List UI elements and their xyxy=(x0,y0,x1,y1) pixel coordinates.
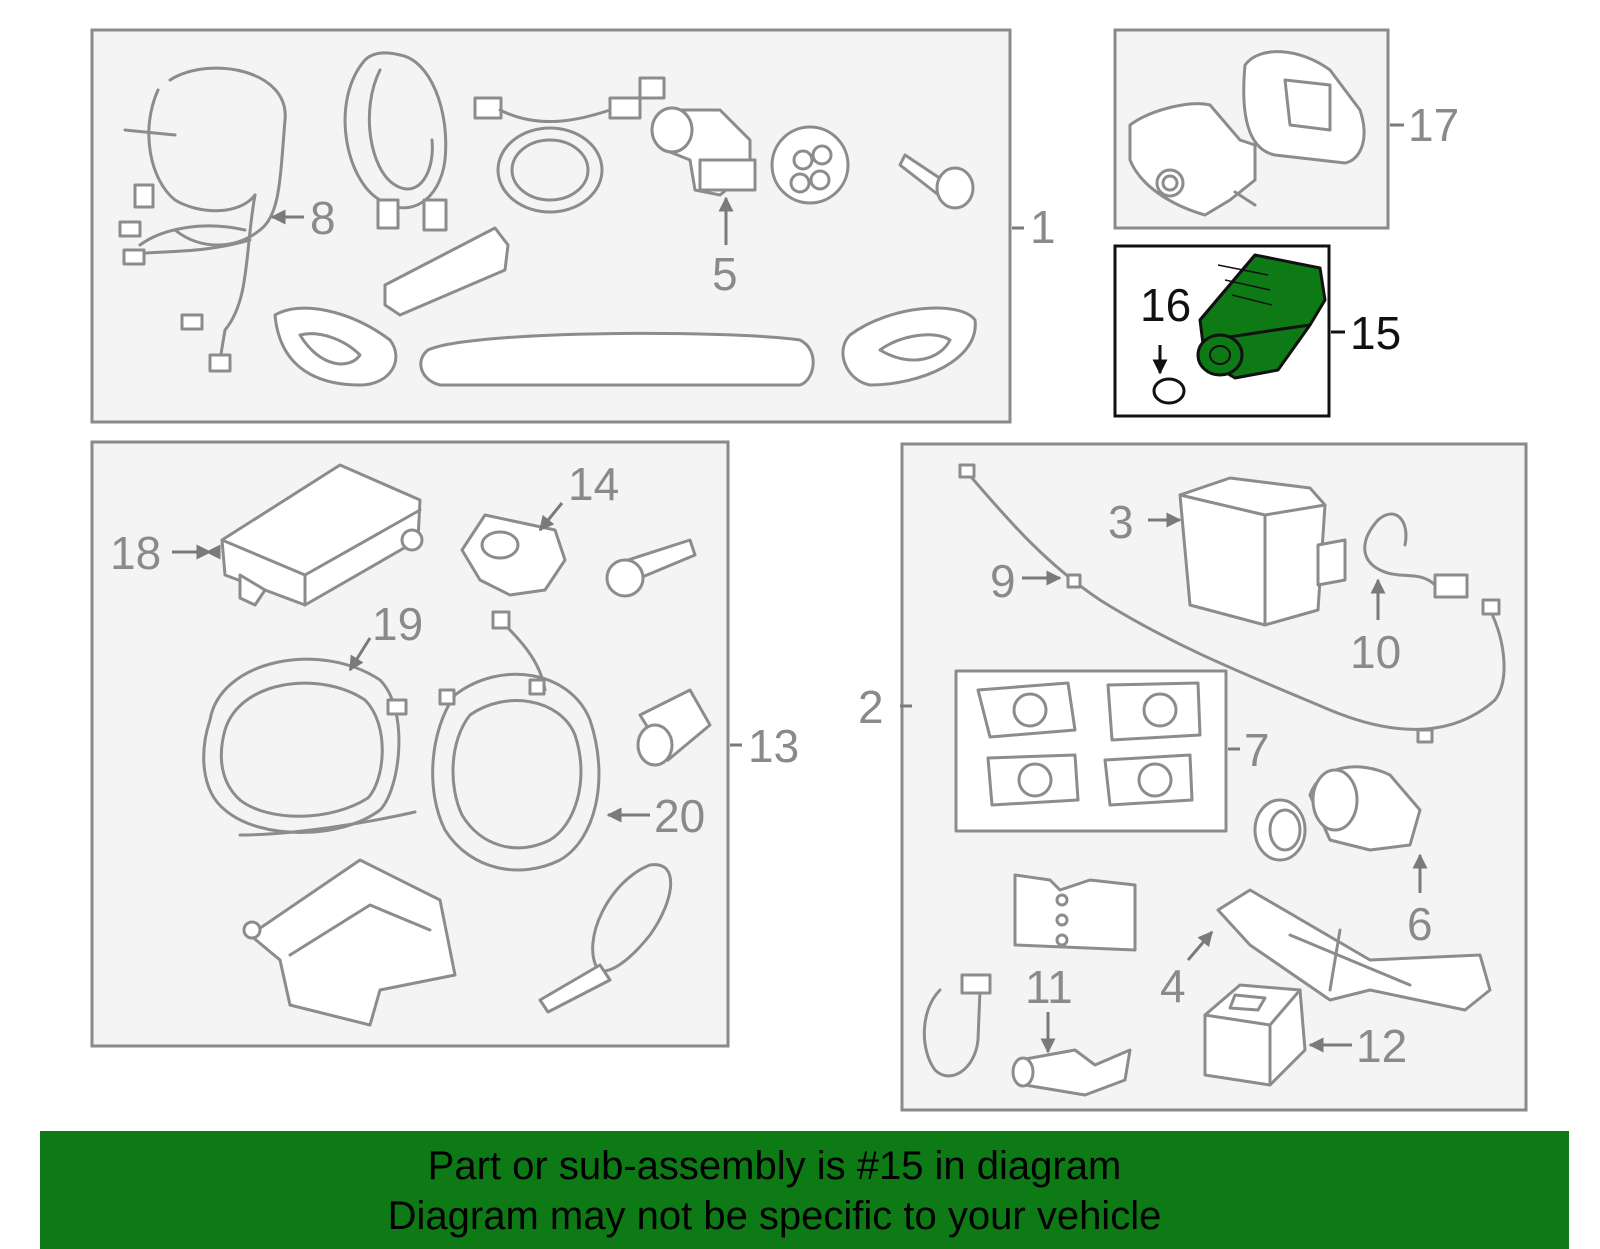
callout-13: 13 xyxy=(748,720,799,772)
group-13-panel: 18 14 19 13 20 xyxy=(90,440,799,1048)
wiring-harness-loop[interactable] xyxy=(343,51,448,232)
footer-banner: Part or sub-assembly is #15 in diagram D… xyxy=(40,1131,1569,1249)
callout-4: 4 xyxy=(1160,960,1186,1012)
grommet[interactable] xyxy=(770,125,850,205)
callout-11: 11 xyxy=(1025,961,1073,1013)
callout-1: 1 xyxy=(1030,201,1056,253)
cable-clip[interactable] xyxy=(922,973,992,1078)
switch-12[interactable] xyxy=(1203,983,1307,1087)
bracket-plate[interactable] xyxy=(1013,873,1137,952)
harness-19[interactable] xyxy=(202,657,417,837)
control-module-18[interactable] xyxy=(220,463,424,607)
callout-20: 20 xyxy=(654,790,705,842)
callout-10: 10 xyxy=(1350,626,1401,678)
parking-sensor-5[interactable] xyxy=(650,106,757,197)
group-2-panel: 2 3 9 10 7 6 4 11 12 xyxy=(858,442,1528,1112)
callout-7: 7 xyxy=(1244,724,1270,776)
clip-nut[interactable] xyxy=(636,688,712,767)
bezel-center[interactable] xyxy=(419,331,815,387)
group-1-panel: 1 8 5 xyxy=(90,28,1056,424)
mounting-strip[interactable] xyxy=(383,226,510,317)
callout-15: 15 xyxy=(1350,307,1401,359)
callout-19: 19 xyxy=(372,598,423,650)
callout-18: 18 xyxy=(110,527,161,579)
bezel-right[interactable] xyxy=(841,306,977,387)
parking-sensor-6[interactable] xyxy=(1308,765,1422,852)
harness-20[interactable] xyxy=(431,610,601,872)
bezel-left[interactable] xyxy=(273,306,398,387)
connector-11[interactable] xyxy=(1011,1048,1132,1097)
wiring-harness-8[interactable] xyxy=(118,66,287,373)
callout-14: 14 xyxy=(568,458,619,510)
sensor-harness-9[interactable] xyxy=(958,463,1506,744)
sensor-bracket-set-7[interactable] xyxy=(954,669,1228,833)
callout-2: 2 xyxy=(858,681,884,733)
screw-13[interactable] xyxy=(605,538,697,598)
rear-camera-15[interactable] xyxy=(1196,253,1327,380)
sensor-harness[interactable] xyxy=(473,76,666,214)
callout-9: 9 xyxy=(990,555,1016,607)
screw[interactable] xyxy=(898,153,975,210)
camera-14[interactable] xyxy=(460,513,567,597)
group-17-panel: 17 xyxy=(1113,28,1459,230)
callout-5: 5 xyxy=(712,248,738,300)
group-15-panel: 16 15 xyxy=(1113,244,1401,418)
callout-16: 16 xyxy=(1140,279,1191,331)
cable-tie[interactable] xyxy=(538,863,673,1014)
mounting-bracket[interactable] xyxy=(242,858,457,1027)
harness-10[interactable] xyxy=(1363,512,1469,599)
sensor-ring[interactable] xyxy=(1253,798,1307,862)
callout-3: 3 xyxy=(1108,496,1134,548)
bracket-frame-4[interactable] xyxy=(1216,888,1492,1012)
callout-12: 12 xyxy=(1356,1020,1407,1072)
callout-17: 17 xyxy=(1408,99,1459,151)
camera-bracket-17[interactable] xyxy=(1128,50,1366,217)
o-ring-16[interactable] xyxy=(1152,377,1186,405)
control-module-3[interactable] xyxy=(1178,476,1347,627)
callout-6: 6 xyxy=(1407,898,1433,950)
footer-line-2: Diagram may not be specific to your vehi… xyxy=(387,1194,1162,1238)
callout-8: 8 xyxy=(310,192,336,244)
footer-line-1: Part or sub-assembly is #15 in diagram xyxy=(427,1144,1122,1188)
